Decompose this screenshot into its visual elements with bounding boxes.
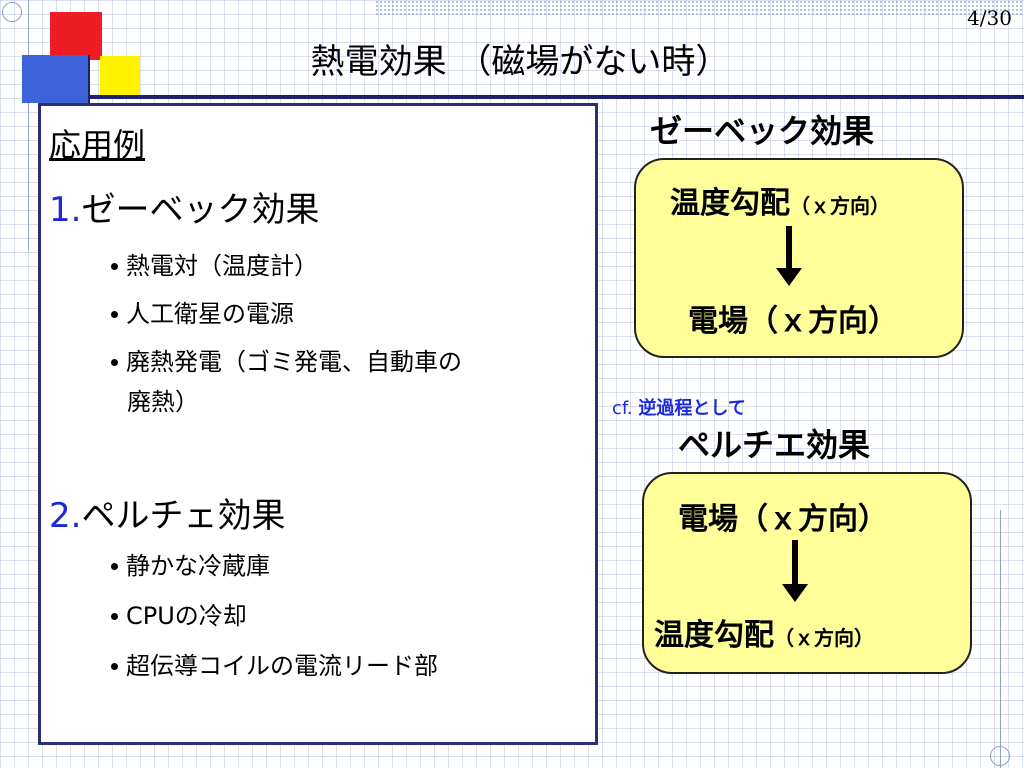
cf-note: cf. 逆過程として (612, 398, 746, 419)
arrow-down-icon (776, 268, 802, 286)
bullet-icon (111, 563, 118, 570)
list-item: 超伝導コイルの電流リード部 (111, 646, 438, 681)
applications-heading: 応用例 (49, 126, 146, 164)
decor-red-square (50, 12, 102, 60)
list-item: CPUの冷却 (111, 596, 247, 631)
list-item: 熱電対（温度計） (111, 246, 318, 281)
section-number: 2. (49, 496, 82, 536)
decor-blue-square (22, 55, 88, 103)
header-rule (88, 95, 1024, 99)
section-seebeck: 1.ゼーベック効果 (49, 182, 319, 231)
peltier-box: 電場（ｘ方向） 温度勾配（ｘ方向） (642, 472, 972, 674)
bullet-icon (111, 663, 118, 670)
peltier-effect: 温度勾配（ｘ方向） (654, 618, 874, 653)
list-item: 廃熱発電（ゴミ発電、自動車の (111, 342, 462, 377)
peltier-title: ペルチエ効果 (678, 426, 871, 464)
section-label: ゼーベック効果 (81, 190, 320, 230)
page-number: 4/30 (967, 6, 1012, 30)
applications-box: 応用例 1.ゼーベック効果 熱電対（温度計） 人工衛星の電源 廃熱発電（ゴミ発電… (38, 103, 598, 745)
corner-circle (2, 2, 22, 22)
corner-circle (990, 746, 1010, 766)
section-number: 1. (49, 190, 82, 230)
header-dot-band (375, 0, 1024, 16)
peltier-cause: 電場（ｘ方向） (678, 502, 888, 537)
decor-yellow-square (100, 56, 140, 96)
seebeck-cause: 温度勾配（ｘ方向） (670, 186, 890, 221)
list-item: 静かな冷蔵庫 (111, 546, 270, 581)
seebeck-title: ゼーベック効果 (650, 112, 875, 150)
bullet-icon (111, 311, 118, 318)
decor-line (1000, 510, 1001, 768)
slide-title: 熱電効果 （磁場がない時） (310, 42, 730, 82)
bullet-icon (111, 263, 118, 270)
seebeck-effect: 電場（ｘ方向） (688, 304, 898, 339)
list-item: 人工衛星の電源 (111, 294, 294, 329)
header-vertical-rule (88, 55, 90, 105)
arrow-down-icon (782, 584, 808, 602)
decor-line (28, 0, 29, 250)
arrow-down-icon (792, 540, 798, 586)
section-label: ペルチェ効果 (81, 496, 286, 536)
list-item-continuation: 廃熱） (127, 388, 199, 416)
bullet-icon (111, 613, 118, 620)
bullet-icon (111, 359, 118, 366)
section-peltier: 2.ペルチェ効果 (49, 488, 285, 537)
arrow-down-icon (786, 226, 792, 270)
seebeck-box: 温度勾配（ｘ方向） 電場（ｘ方向） (634, 158, 964, 358)
